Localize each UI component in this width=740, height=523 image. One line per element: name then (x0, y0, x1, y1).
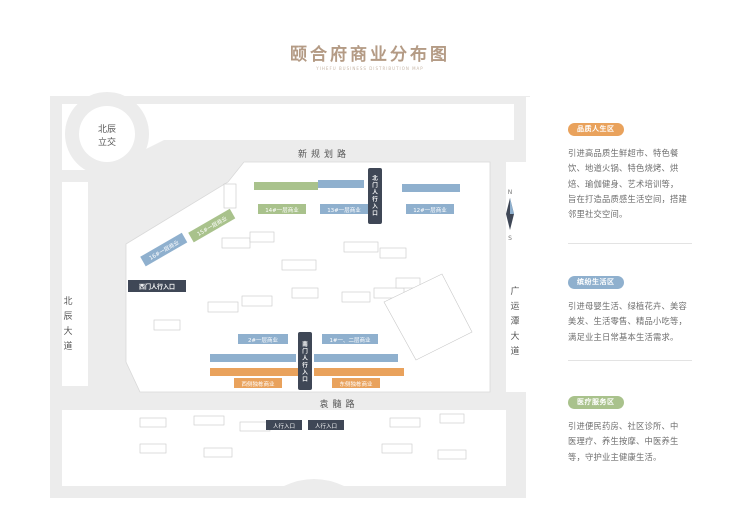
northwest-block (62, 104, 514, 170)
interchange-island (79, 106, 135, 162)
legend-divider (568, 243, 692, 244)
commerce-east-shops (314, 368, 404, 376)
commerce-b16 (140, 232, 188, 267)
legend-divider (568, 360, 692, 361)
legend-item-quality-life: 品质人生区 引进高品质生鲜超市、特色餐 饮、地道火锅、特色烧烤、烘 焙、瑜伽健身… (568, 116, 694, 222)
commerce-east-street-label: 东侧独栋商业 (339, 380, 373, 388)
south-entrance-gate (298, 332, 312, 390)
commerce-b1-label: 1#一、二层商业 (329, 336, 371, 344)
commerce-b1 (322, 334, 378, 344)
commerce-west-row (210, 354, 296, 362)
legend-item-medical-service: 医疗服务区 引进便民药房、社区诊所、中 医理疗、养生按摩、中医养生 等，守护业主… (568, 389, 694, 465)
commerce-site-map: 新规划路 袁髓路 北辰立交 北辰大道 广运潭大道 14#一层商业 13#一层商业… (50, 92, 530, 498)
west-entrance-label: 西门人行入口 (139, 283, 175, 291)
north-entrance-label: 北门人行入口 (371, 174, 378, 217)
south-residential (139, 413, 467, 460)
commerce-b13-strip (318, 180, 364, 188)
commerce-b13 (320, 204, 368, 214)
legend-text-quality-life: 引进高品质生鲜超市、特色餐 饮、地道火锅、特色烧烤、烘 焙、瑜伽健身、艺术培训等… (568, 148, 687, 220)
commerce-east-street (332, 378, 380, 388)
legend-badge-quality-life: 品质人生区 (568, 123, 624, 136)
south-entrance-b (308, 420, 344, 430)
commerce-b12-label: 12#一层商业 (413, 206, 447, 214)
commerce-b12 (406, 204, 454, 214)
east-strip (506, 162, 526, 392)
page-subtitle: YIHEFU BUSINESS DISTRIBUTION MAP (316, 66, 424, 71)
commerce-b12-strip (402, 184, 460, 192)
commerce-west-street (234, 378, 282, 388)
legend-badge-medical-service: 医疗服务区 (568, 396, 624, 409)
interchange-label: 北辰立交 (98, 124, 116, 148)
commerce-b13-label: 13#一层商业 (327, 206, 361, 214)
commerce-b14 (258, 204, 306, 214)
north-entrance-gate (368, 168, 382, 224)
page-title: 颐合府商业分布图 (290, 45, 450, 65)
commerce-b15 (188, 208, 236, 243)
legend-text-colorful-life: 引进母婴生活、绿植花卉、美容 美发、生活零售、精品小吃等， 满足业主日常基本生活… (568, 301, 687, 342)
south-block (62, 410, 506, 486)
south-entrance-label: 南门人行入口 (301, 340, 308, 383)
commerce-b2-label: 2#一层商业 (248, 336, 279, 344)
road-south-label: 袁髓路 (319, 398, 358, 410)
south-entrance-a-label: 人行入口 (273, 422, 295, 430)
west-entrance-gate (128, 280, 186, 292)
legend-badge-colorful-life: 缤纷生活区 (568, 276, 624, 289)
commerce-b14-strip (254, 182, 318, 190)
compass-north-label: N (508, 189, 513, 196)
commerce-b14-label: 14#一层商业 (265, 206, 299, 214)
commerce-b2 (238, 334, 288, 344)
legend-item-colorful-life: 缤纷生活区 引进母婴生活、绿植花卉、美容 美发、生活零售、精品小吃等， 满足业主… (568, 269, 694, 345)
south-entrance-a (266, 420, 302, 430)
road-east-label: 广运潭大道 (510, 285, 519, 357)
commerce-west-street-label: 西侧独栋商业 (241, 380, 275, 388)
west-strip (62, 182, 88, 386)
legend-text-medical-service: 引进便民药房、社区诊所、中 医理疗、养生按摩、中医养生 等，守护业主健康生活。 (568, 421, 679, 462)
residential-buildings (153, 183, 473, 361)
road-north-label: 新规划路 (298, 148, 350, 160)
commerce-east-row (314, 354, 398, 362)
south-entrance-b-label: 人行入口 (315, 422, 337, 430)
commerce-west-shops (210, 368, 300, 376)
road-west-label: 北辰大道 (63, 296, 72, 352)
compass-south-label: S (508, 235, 512, 242)
